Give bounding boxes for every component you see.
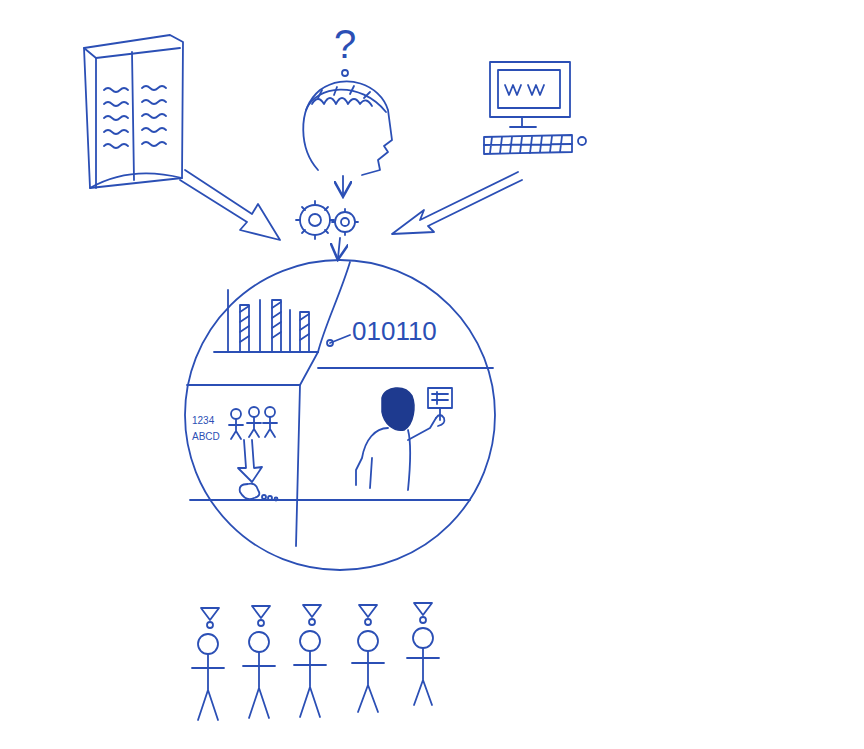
input-arrow bbox=[180, 170, 522, 240]
person-at-terminal bbox=[356, 388, 452, 490]
person-hair bbox=[382, 388, 414, 430]
stick-figure bbox=[192, 603, 439, 720]
knowledge-circle bbox=[185, 260, 495, 570]
binary-digits: 010110 bbox=[352, 318, 437, 344]
letter-sequence: ABCD bbox=[192, 432, 220, 442]
gears-icon bbox=[296, 201, 358, 258]
thinking-head bbox=[303, 70, 392, 195]
question-mark: ? bbox=[334, 24, 356, 64]
number-sequence: 1234 bbox=[192, 416, 214, 426]
book-icon bbox=[84, 35, 183, 188]
computer-icon bbox=[484, 62, 586, 154]
bar-chart bbox=[228, 290, 350, 352]
group-to-idea bbox=[229, 407, 278, 501]
